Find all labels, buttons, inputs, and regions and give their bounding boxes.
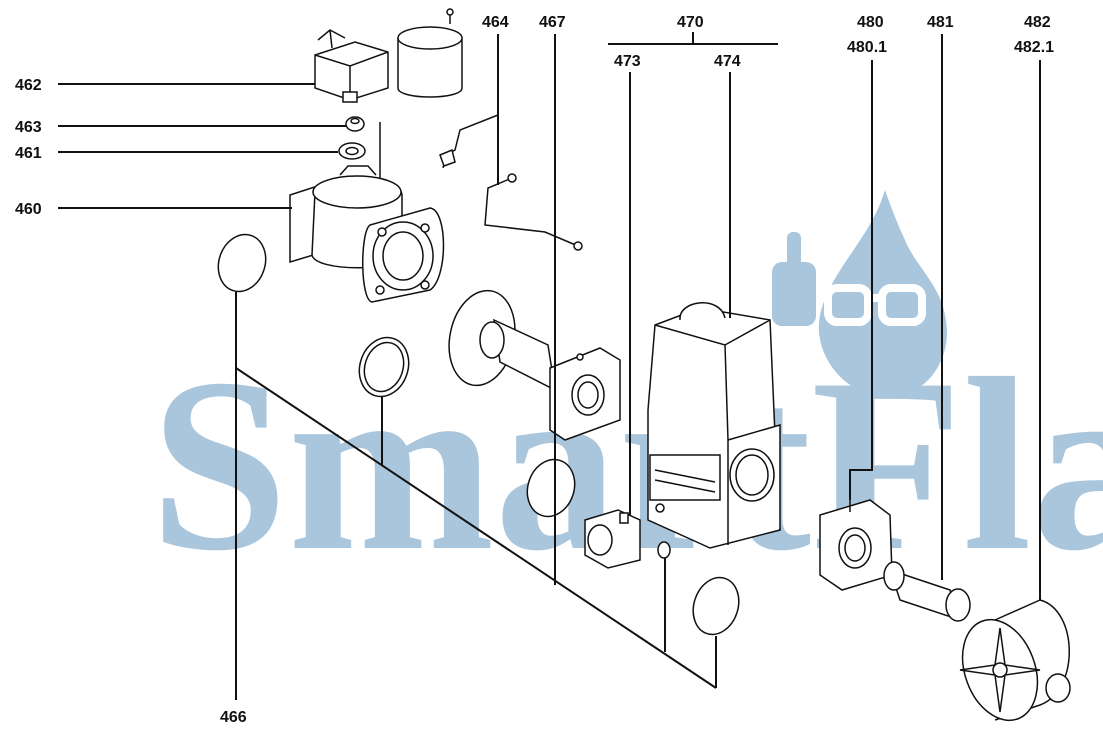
label-460: 460 [15,201,42,218]
label-481: 481 [927,14,954,31]
label-464: 464 [482,14,509,31]
label-462: 462 [15,77,42,94]
label-461: 461 [15,145,42,162]
part-473-connector [584,509,641,569]
part-481-nipple [883,561,971,622]
label-466: 466 [220,709,247,726]
leader-480 [849,60,873,500]
part-seal-ring-center [526,458,576,518]
part-482-filter [959,599,1071,722]
part-474-multiblock [647,302,781,549]
watermark-glasses [824,284,926,326]
part-463-nut [345,116,365,132]
part-seal-ring-right [692,576,740,636]
label-480: 480 [857,14,884,31]
part-flange-adapter [448,289,556,392]
leader-466-diagonal [235,367,717,689]
label-470: 470 [677,14,704,31]
label-467: 467 [539,14,566,31]
part-small-oring [657,541,671,559]
part-464-tube [439,114,583,251]
part-460-valve-body [289,165,445,303]
part-462-actuator [314,29,389,103]
part-labels: 462 463 461 460 464 467 470 473 474 480 … [15,14,1054,726]
part-seal-ring-left [217,233,267,293]
label-480-1: 480.1 [847,39,887,56]
part-seal-ring-mid [358,336,410,398]
leader-lines [58,32,1041,700]
part-480-flange [819,498,893,591]
label-473: 473 [614,53,641,70]
part-467-block [549,347,621,441]
part-cap [397,8,463,98]
label-482-1: 482.1 [1014,39,1054,56]
label-463: 463 [15,119,42,136]
label-474: 474 [714,53,741,70]
label-482: 482 [1024,14,1051,31]
